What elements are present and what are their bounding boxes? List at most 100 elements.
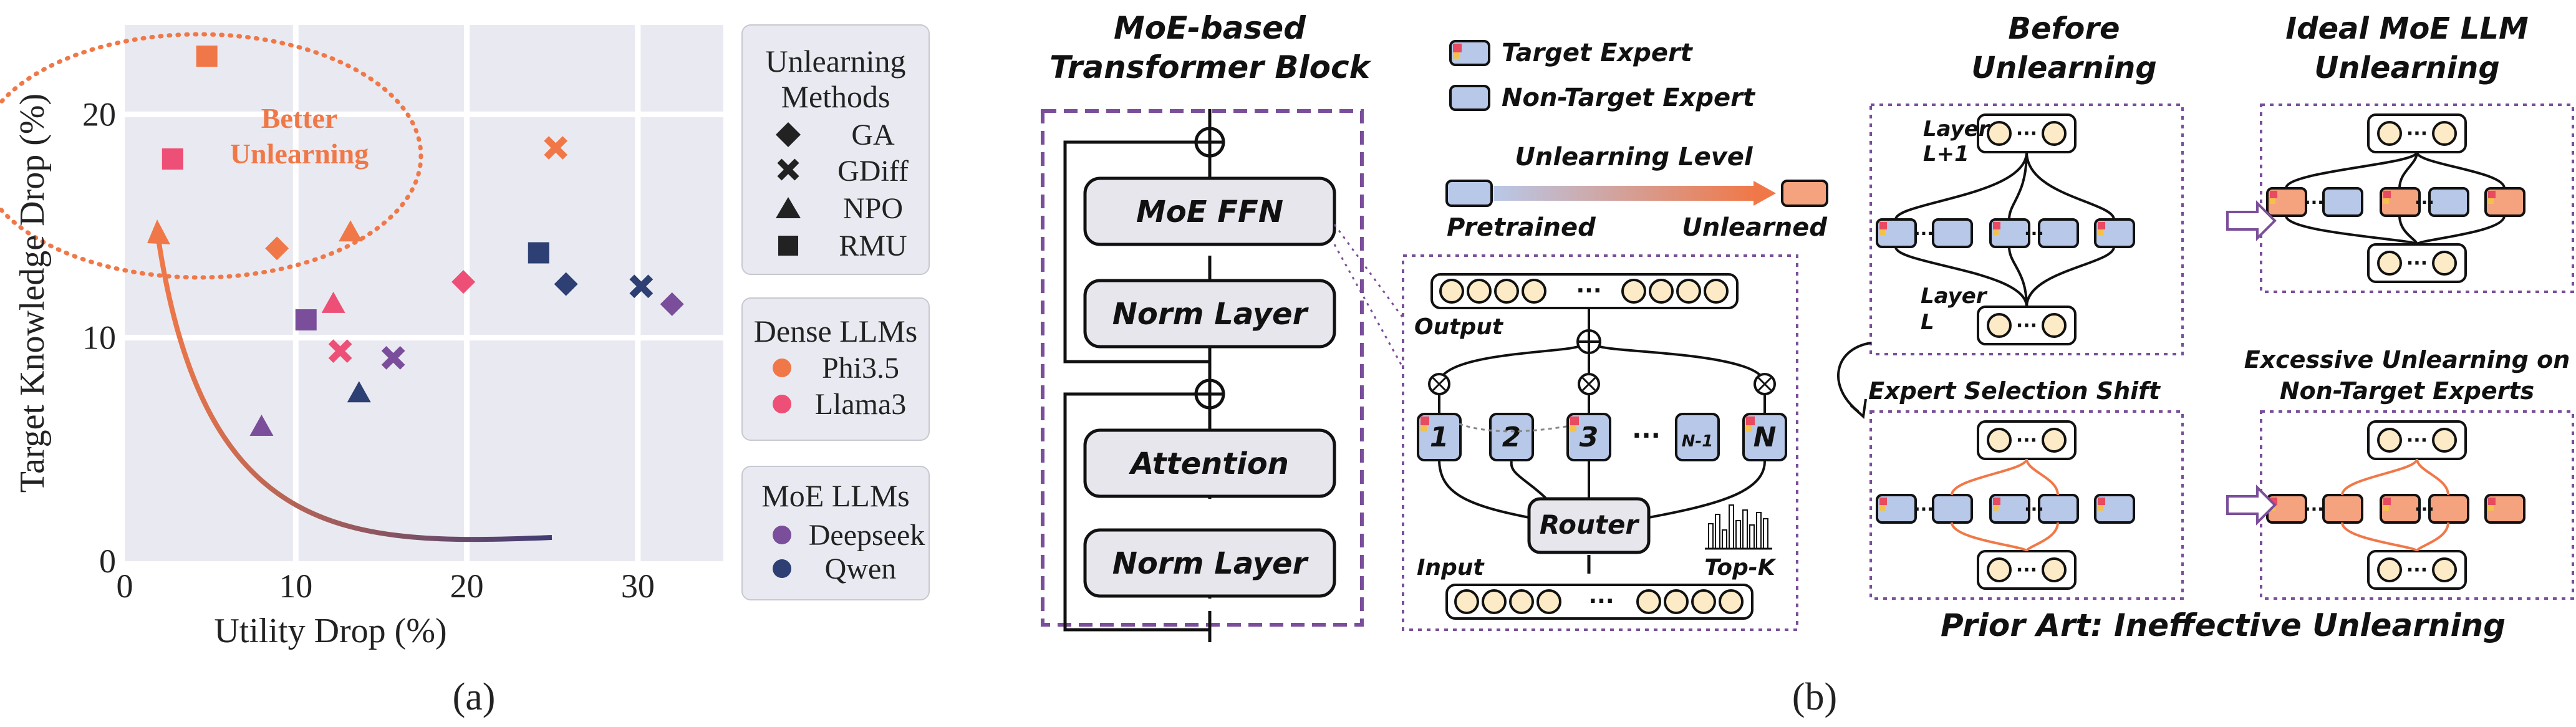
llama3-npo-point — [321, 291, 345, 313]
layer-top-label-line1: Layer — [1923, 117, 1990, 142]
input-token — [1691, 589, 1716, 614]
ideal-title-line2: Unlearning — [2314, 51, 2499, 85]
norm-layer-top-box: Norm Layer — [1083, 279, 1336, 349]
ideal-unlearning-panel: ············ — [2260, 104, 2574, 293]
svg-text:···: ··· — [2024, 499, 2044, 519]
moe-ffn-label: MoE FFN — [1136, 195, 1283, 229]
better-unlearning-region: Better Unlearning — [0, 32, 423, 280]
prior-art-label: Prior Art: Ineffective Unlearning — [1941, 607, 2506, 643]
deepseek-npo-point — [249, 415, 274, 436]
attention-box: Attention — [1083, 428, 1336, 498]
histogram-bar — [1763, 518, 1768, 549]
svg-text:···: ··· — [2414, 499, 2434, 519]
unlearning-level-label: Unlearning Level — [1515, 143, 1754, 171]
legend-rmu-marker — [778, 236, 798, 256]
target-marker — [1570, 416, 1579, 425]
expert-box — [1742, 413, 1787, 461]
residual-add-top — [1194, 127, 1225, 158]
pretrained-label: Pretrained — [1447, 213, 1596, 242]
output-ellipsis: ··· — [1576, 278, 1601, 304]
svg-text:···: ··· — [2406, 430, 2428, 451]
x-tick-label: 10 — [279, 567, 312, 605]
ideal-title-line1: Ideal MoE LLM — [2285, 11, 2529, 46]
deepseek-rmu-point — [295, 309, 317, 330]
target-marker — [1570, 425, 1576, 431]
svg-text:···: ··· — [2414, 192, 2434, 213]
histogram-bar — [1715, 514, 1720, 549]
target-marker — [1746, 425, 1752, 431]
expert-label: 1 — [1430, 421, 1449, 453]
norm-layer-bottom-box: Norm Layer — [1083, 528, 1336, 598]
histogram-bar — [1742, 509, 1748, 549]
phi35-gdiff-point — [544, 136, 568, 160]
legend-gdiff-marker — [777, 158, 799, 181]
input-token — [1719, 589, 1744, 614]
to-shift-arrow — [1836, 342, 1871, 413]
topk-histogram: Top-K — [1704, 504, 1777, 580]
legend-dense-title: Dense LLMs — [754, 314, 917, 349]
panel-b: MoE-based Transformer Block MoE FFN Norm… — [1041, 10, 2574, 718]
x-tick-label: 20 — [450, 567, 484, 605]
attention-label: Attention — [1128, 446, 1289, 481]
x-tick-label: 0 — [117, 567, 133, 605]
input-token — [1664, 589, 1689, 614]
expert-ellipsis: ··· — [1632, 421, 1661, 450]
output-token — [1649, 279, 1674, 304]
histogram-bar — [1708, 523, 1714, 549]
llama3-ga-point — [451, 270, 476, 294]
legend-npo-label: NPO — [843, 192, 903, 225]
excessive-unlearning-panel: ············ — [2260, 410, 2574, 600]
layer-top-label-line2: L+1 — [1923, 142, 1969, 166]
input-token — [1536, 589, 1561, 614]
histogram-bar — [1749, 524, 1755, 549]
phi35-rmu-point — [196, 46, 218, 67]
layer-bottom-label-line2: L — [1921, 310, 1934, 335]
moe-block-title-line1: MoE-based — [1114, 10, 1306, 46]
legend-deepseek-marker — [773, 526, 791, 544]
output-token — [1676, 279, 1701, 304]
expert-label: N-1 — [1682, 432, 1714, 451]
trend-arrow — [157, 243, 552, 542]
legend-deepseek-label: Deepseek — [809, 519, 925, 552]
output-token — [1494, 279, 1519, 304]
expert-box — [1417, 413, 1462, 461]
phi35-ga-point — [265, 236, 289, 261]
svg-text:···: ··· — [2406, 559, 2428, 581]
legend-rmu-label: RMU — [839, 229, 907, 262]
histogram-bar — [1722, 529, 1727, 549]
before-title-line1: Before — [2008, 11, 2120, 46]
svg-text:···: ··· — [1914, 499, 1934, 519]
y-tick-label: 20 — [82, 95, 116, 133]
svg-text:···: ··· — [2016, 559, 2037, 581]
legend-phi-label: Phi3.5 — [822, 352, 899, 385]
better-unlearning-label-line1: Better — [261, 102, 338, 134]
excessive-title-line1: Excessive Unlearning on — [2244, 346, 2570, 373]
legend-methods: Unlearning Methods GA GDiff NPO RMU — [741, 24, 930, 275]
output-token — [1439, 279, 1464, 304]
input-ellipsis: ··· — [1588, 589, 1614, 614]
unlearning-level-bar: Pretrained Unlearned — [1445, 180, 1828, 242]
residual-add-bottom — [1194, 378, 1225, 410]
x-axis-label: Utility Drop (%) — [214, 612, 446, 650]
transformer-block-frame — [1041, 109, 1364, 627]
trend-arrow-head — [147, 219, 170, 244]
better-unlearning-label-line2: Unlearning — [230, 138, 369, 170]
input-token — [1454, 589, 1479, 614]
legend-target-expert: Target Expert — [1502, 39, 1694, 67]
router-label: Router — [1540, 509, 1640, 540]
legend-npo-marker — [776, 197, 801, 218]
target-marker — [1421, 425, 1427, 431]
legend-methods-title-line2: Methods — [781, 79, 890, 114]
legend-llama-marker — [773, 395, 791, 413]
output-token — [1467, 279, 1492, 304]
svg-text:···: ··· — [2016, 123, 2037, 145]
panel-a-caption: (a) — [453, 676, 496, 718]
svg-text:···: ··· — [2016, 430, 2037, 451]
legend-qwen-marker — [773, 559, 791, 578]
expert-box — [1675, 413, 1720, 461]
shift-title: Expert Selection Shift — [1868, 377, 2161, 405]
llama3-rmu-point — [162, 148, 183, 170]
qwen-ga-point — [554, 272, 578, 296]
input-token — [1636, 589, 1661, 614]
svg-text:···: ··· — [2406, 253, 2428, 274]
